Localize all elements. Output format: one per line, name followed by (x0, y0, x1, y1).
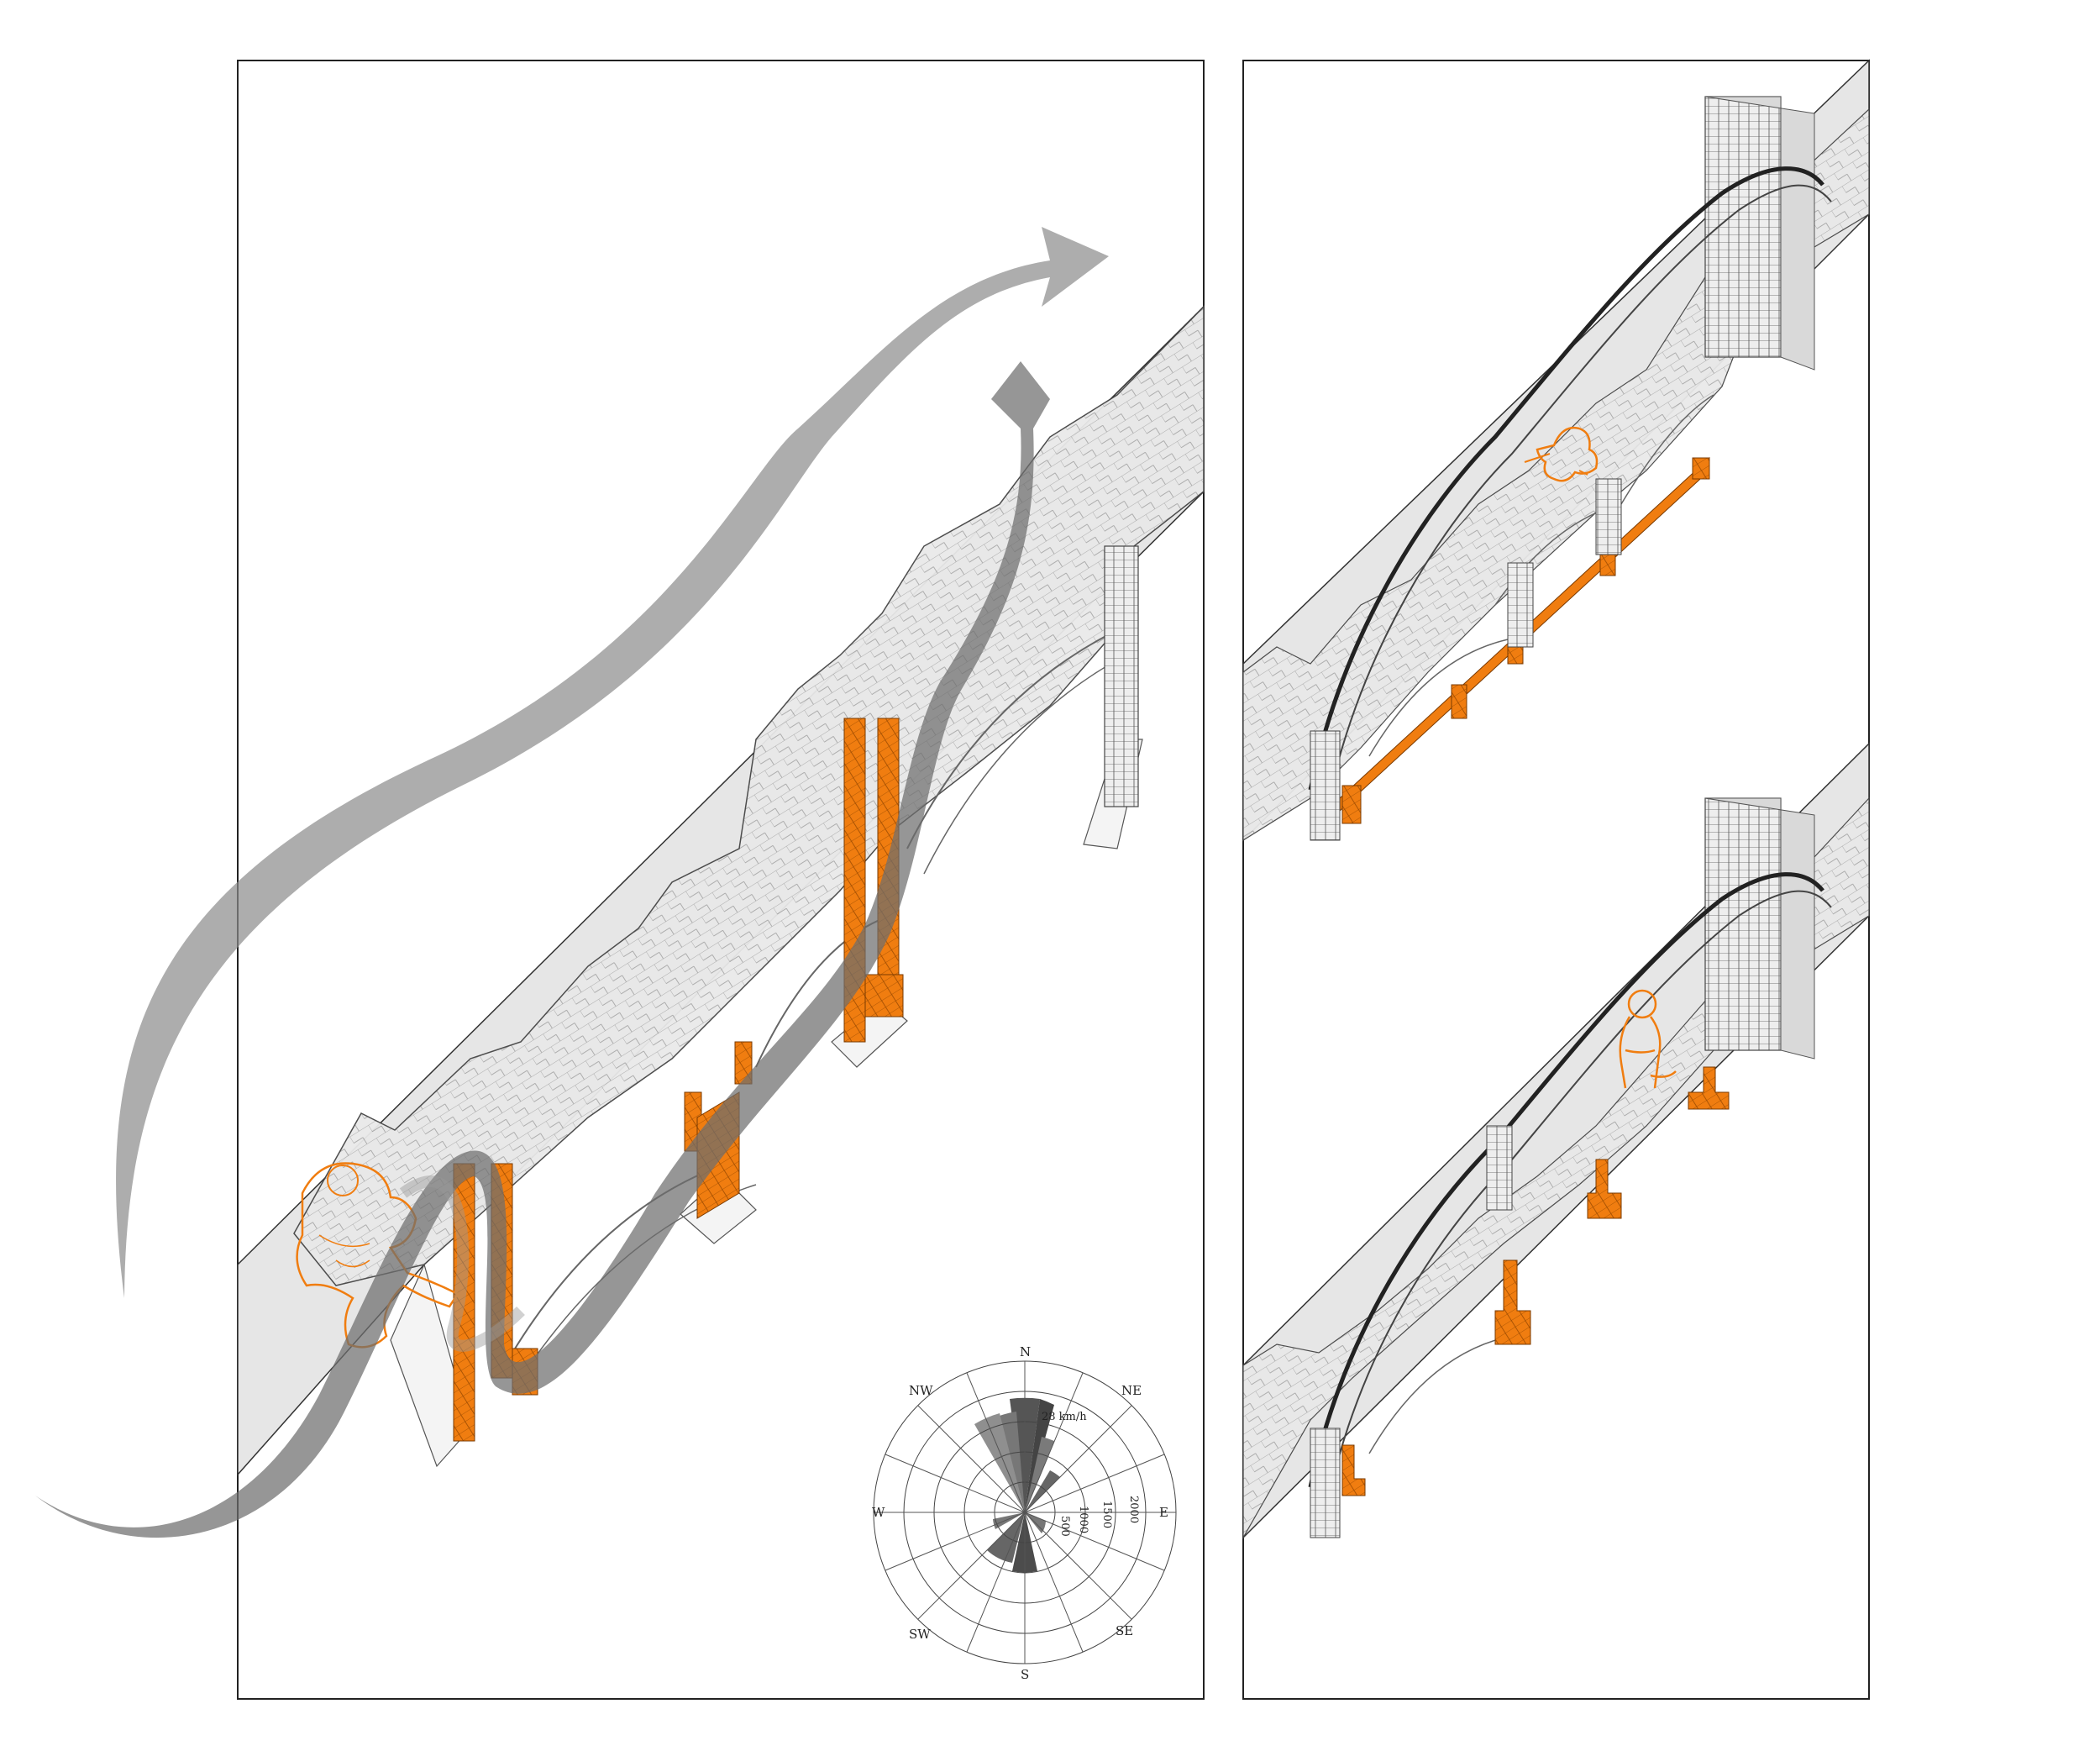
left-panel: N NE E SE S SW W NW 28 km/h 500 1000 150… (35, 60, 1205, 1700)
ring-label-1500: 1500 (1100, 1501, 1113, 1528)
compass-se: SE (1116, 1623, 1133, 1638)
compass-n: N (1020, 1344, 1031, 1359)
wind-rose: N NE E SE S SW W NW 28 km/h 500 1000 150… (872, 1344, 1177, 1682)
human-figure-top-right (1524, 426, 1599, 482)
right-top-bridge (1242, 59, 1870, 842)
human-figure-bottom-right (1619, 989, 1677, 1089)
right-panel (1242, 59, 1870, 1700)
compass-w: W (872, 1505, 885, 1520)
right-bottom-bridge (1242, 742, 1870, 1540)
compass-sw: SW (909, 1627, 931, 1642)
compass-ne: NE (1121, 1383, 1142, 1398)
wind-speed-label: 28 km/h (1042, 1411, 1087, 1423)
wind-flow-arrows (35, 227, 1110, 1538)
compass-s: S (1021, 1667, 1029, 1682)
ring-label-500: 500 (1058, 1516, 1071, 1537)
ring-label-1000: 1000 (1077, 1506, 1089, 1533)
compass-e: E (1159, 1505, 1168, 1520)
ring-label-2000: 2000 (1127, 1496, 1140, 1523)
compass-nw: NW (909, 1383, 933, 1398)
human-figure-left (296, 1162, 459, 1349)
